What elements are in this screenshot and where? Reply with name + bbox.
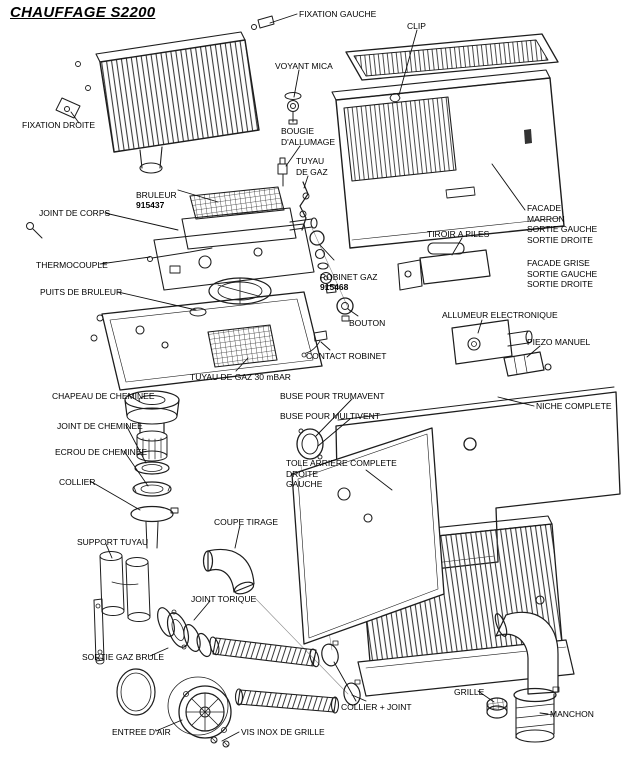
coupe-tirage-part [202,549,255,595]
label-bouton: BOUTON [349,318,386,328]
label-facade-marron: FACADE MARRON SORTIE GAUCHE SORTIE DROIT… [527,203,598,245]
hose-upper-part [209,636,320,668]
joint-de-corps-screw-part [26,222,43,239]
label-support-tuyau: SUPPORT TUYAU [77,537,149,547]
label-bruleur-ref: 915437 [136,200,165,211]
allumeur-electronique-part [451,319,533,365]
label-piezo-manuel: PIEZO MANUEL [527,337,591,347]
label-sortie-gaz-brule: SORTIE GAZ BRULE [82,652,165,662]
label-collier: COLLIER [59,477,96,487]
leader-lines [70,13,549,742]
bougie-allumage-part [277,157,288,187]
page-title: CHAUFFAGE S2200 [10,4,156,21]
burner-plate-part [153,223,315,291]
label-joint-torique: JOINT TORIQUE [191,594,257,604]
buse-ring-part [296,428,324,460]
label-niche-complete: NICHE COMPLETE [536,401,612,411]
label-collier-joint: COLLIER + JOINT [341,702,412,712]
cheminee-tube-part [136,430,168,462]
label-joint-cheminee: JOINT DE CHEMINEE [57,421,143,431]
label-bruleur: BRULEUR 915437 [136,179,177,222]
tole-arriere-part [291,427,445,645]
label-ecrou-cheminee: ECROU DE CHEMINEE [55,447,148,457]
label-tuyau-de-gaz: TUYAU DE GAZ [296,156,328,177]
collier-joint-1-part [321,640,339,667]
label-clip: CLIP [407,21,426,31]
label-entree-air: ENTREE D'AIR [112,727,171,737]
label-bougie-allumage: BOUGIE D'ALLUMAGE [281,126,336,147]
label-robinet-gaz-ref: 915468 [320,282,349,293]
base-pan-part [90,291,323,391]
label-grille: GRILLE [454,687,485,697]
label-thermocouple: THERMOCOUPLE [36,260,108,270]
label-facade-grise: FACADE GRISE SORTIE GAUCHE SORTIE DROITE [527,258,598,290]
collier-part [130,505,179,549]
support-tuyau-part [93,551,151,665]
label-puits-de-bruleur: PUITS DE BRULEUR [40,287,123,297]
joint-cheminee-part [134,461,170,475]
ecrou-cheminee-part [132,481,172,497]
label-robinet-gaz: ROBINET GAZ 915468 [320,261,377,304]
label-manchon: MANCHON [550,709,594,719]
hose-lower-part [234,688,340,714]
fixation-droite-bracket-part [55,97,81,119]
label-bruleur-text: BRULEUR [136,189,177,200]
cabinet-lid-part [345,33,559,81]
label-chapeau-cheminee: CHAPEAU DE CHEMINEE [52,391,155,401]
tiroir-a-piles-part [397,242,491,291]
bouton-part [336,297,354,322]
joint-torique-flanges-part [157,607,212,658]
cabinet-body-part [331,69,565,249]
grille-ring-part [486,697,508,719]
label-vis-inox-grille: VIS INOX DE GRILLE [241,727,325,737]
burner-part [181,186,318,250]
label-buse-multivent: BUSE POUR MULTIVENT [280,411,380,421]
tuyau-de-gaz-part [299,181,310,231]
label-tiroir-a-piles: TIROIR A PILES [427,229,490,239]
label-tole-arriere: TOLE ARRIERE COMPLETE DROITE GAUCHE [286,458,397,490]
label-fixation-gauche: FIXATION GAUCHE [299,9,377,19]
gasket-ellipse-part [116,668,156,716]
voyant-mica-part [284,92,302,125]
collier-joint-2-part [343,679,361,706]
chapeau-cheminee-part [124,390,180,434]
label-joint-de-corps: JOINT DE CORPS [39,208,111,218]
heat-exchanger-part [75,31,260,174]
label-coupe-tirage: COUPE TIRAGE [214,517,279,527]
fixation-gauche-bracket-part [251,15,275,30]
piezo-manuel-part [503,351,552,377]
label-buse-trumavent: BUSE POUR TRUMAVENT [280,391,385,401]
thermocouple-part [147,247,213,262]
puits-bruleur-part [189,277,272,317]
robinet-gaz-part [309,230,337,294]
label-contact-robinet: CONTACT ROBINET [306,351,387,361]
label-allumeur-electronique: ALLUMEUR ELECTRONIQUE [442,310,558,320]
vis-inox-part [210,736,230,748]
label-tuyau-gaz-30: TUYAU DE GAZ 30 mBAR [190,372,291,382]
entree-air-part [167,676,232,739]
label-fixation-droite: FIXATION DROITE [22,120,96,130]
label-robinet-gaz-text: ROBINET GAZ [320,271,378,282]
label-voyant-mica: VOYANT MICA [275,61,333,71]
manchon-part [513,686,560,743]
contact-robinet-part [301,330,328,358]
